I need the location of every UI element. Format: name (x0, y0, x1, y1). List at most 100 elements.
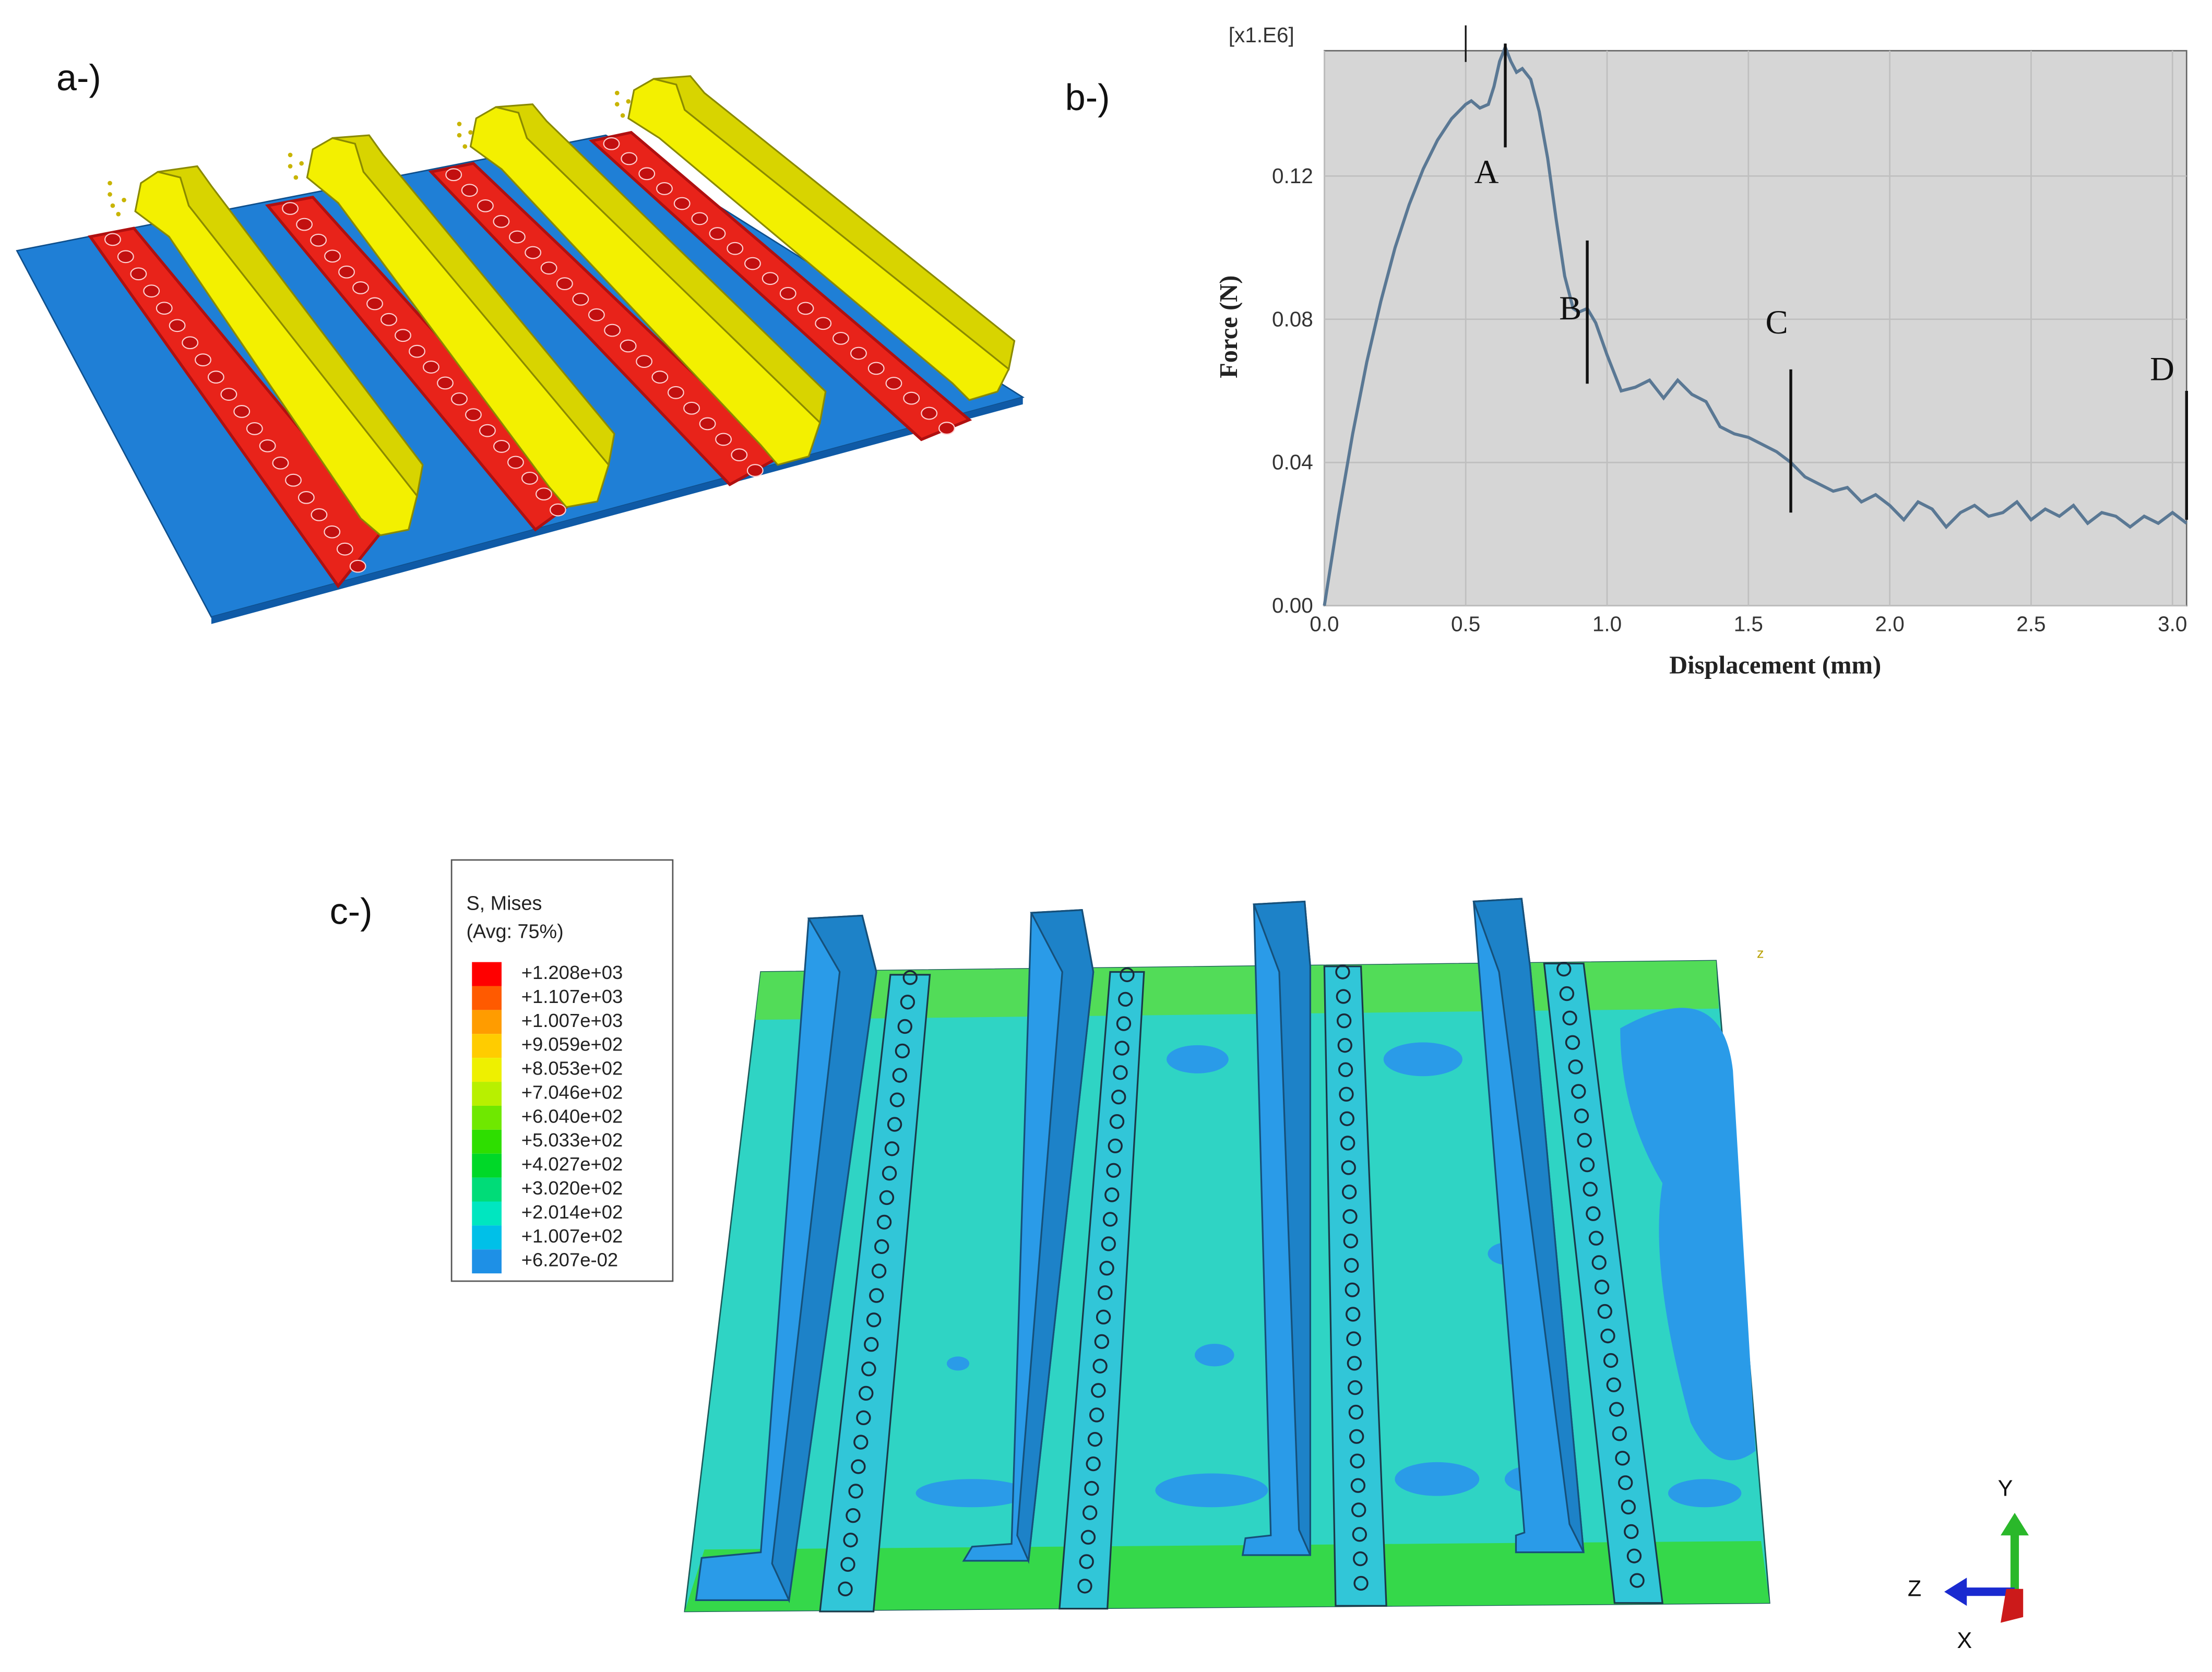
rivet-hole (1603, 1353, 1619, 1368)
rivet (324, 525, 341, 539)
rivet-hole (1336, 1013, 1352, 1029)
legend-value: +6.207e-02 (521, 1249, 619, 1271)
rivet-hole (846, 1508, 861, 1523)
rivet-hole (1108, 1138, 1123, 1154)
rivet (656, 182, 673, 195)
rivet (282, 202, 299, 215)
rivet-hole (853, 1435, 869, 1450)
legend-swatch (472, 1201, 502, 1226)
rivet (797, 302, 814, 315)
rivet (451, 392, 468, 405)
legend-entry: +7.046e+02 (472, 1082, 669, 1106)
rivet (727, 242, 744, 255)
legend-swatch (472, 1010, 502, 1034)
legend-entry: +1.007e+02 (472, 1225, 669, 1250)
chart-plot-area (1323, 50, 2187, 607)
contour-stringers (695, 898, 1585, 1604)
rivet-hole (1568, 1059, 1583, 1074)
rivet (746, 464, 764, 477)
rivet-hole (1113, 1065, 1128, 1080)
legend-subtitle: (Avg: 75%) (466, 919, 564, 942)
rivet-hole (1346, 1331, 1361, 1346)
triad-y-label: Y (1998, 1476, 2013, 1501)
legend-swatch (472, 1153, 502, 1178)
rivet-hole (1350, 1478, 1366, 1493)
rivet (709, 227, 726, 240)
rivet-hole (1342, 1209, 1358, 1224)
rivet-hole (1079, 1554, 1094, 1569)
legend-value: +3.020e+02 (521, 1177, 623, 1199)
rivet-hole (1349, 1429, 1364, 1444)
rivet-hole (840, 1557, 855, 1572)
y-tick-label: 0.04 (1272, 450, 1313, 474)
panel-b-label: b-) (1065, 76, 1110, 118)
legend-swatch (472, 1249, 502, 1274)
legend-entry: +4.027e+02 (472, 1153, 669, 1178)
rivet (445, 168, 462, 182)
x-arrow-head (2001, 1589, 2024, 1623)
rivet-hole (1609, 1402, 1624, 1417)
rivet-hole (1345, 1307, 1361, 1322)
y-multiplier-label: [x1.E6] (1229, 23, 1294, 47)
rivet-hole (871, 1263, 887, 1279)
rivet-hole (1559, 986, 1575, 1001)
rivet-hole (1353, 1551, 1368, 1567)
rivet-hole (1606, 1377, 1621, 1392)
legend-swatch (472, 1225, 502, 1250)
rivet-hole (902, 970, 918, 985)
rivet (815, 317, 832, 330)
rivet (285, 473, 302, 487)
rivet-hole (843, 1532, 858, 1548)
rivet-hole (1343, 1258, 1359, 1273)
rivet (380, 313, 397, 326)
rivet (508, 230, 526, 244)
rivet-hole (856, 1410, 871, 1426)
x-axis-label: Displacement (mm) (1669, 651, 1881, 679)
rivet-hole (1336, 989, 1351, 1004)
triad-x-label: X (1957, 1628, 1972, 1653)
fastener-markers (108, 90, 631, 217)
legend-entry: +6.040e+02 (472, 1105, 669, 1130)
rivet-hole (1352, 1527, 1367, 1542)
rivet-hole (1350, 1453, 1365, 1468)
rivet (423, 361, 439, 374)
rivet-hole (1347, 1356, 1362, 1371)
rivet (437, 376, 454, 390)
y-tick-label: 0.08 (1272, 307, 1313, 331)
rivet-hole (1630, 1573, 1645, 1588)
x-tick-label: 0.0 (1310, 612, 1339, 636)
rivet (651, 371, 669, 384)
annotation-label-C: C (1765, 304, 1788, 341)
rivet (296, 218, 313, 231)
rivet-hole (1612, 1426, 1627, 1441)
rivet (536, 487, 552, 501)
rivet-hole (1338, 1062, 1353, 1078)
contour-rivet-holes (838, 961, 1645, 1596)
legend-title: S, Mises (466, 891, 542, 914)
rivet (833, 331, 849, 345)
rivet-hole (1565, 1035, 1580, 1050)
rivet (921, 407, 938, 420)
rivet (507, 456, 524, 469)
rivet (885, 377, 902, 390)
legend-value: +2.014e+02 (521, 1201, 623, 1223)
rivet (409, 344, 425, 358)
rivet (143, 284, 160, 298)
rivet (104, 233, 121, 246)
legend-value: +4.027e+02 (521, 1153, 623, 1175)
rivet (233, 405, 251, 418)
rivet (493, 214, 510, 228)
contour-edge-band (684, 1541, 1770, 1611)
legend-swatch (472, 1177, 502, 1202)
rivet (461, 184, 478, 197)
rivet-hole (1077, 1579, 1092, 1594)
legend-entry: +2.014e+02 (472, 1201, 669, 1226)
rivet-hole (851, 1459, 866, 1474)
rivet (588, 308, 605, 321)
rivet-hole (1101, 1236, 1116, 1251)
rivet (395, 329, 411, 342)
rivet-hole (859, 1386, 874, 1401)
x-tick-label: 2.0 (1875, 612, 1904, 636)
